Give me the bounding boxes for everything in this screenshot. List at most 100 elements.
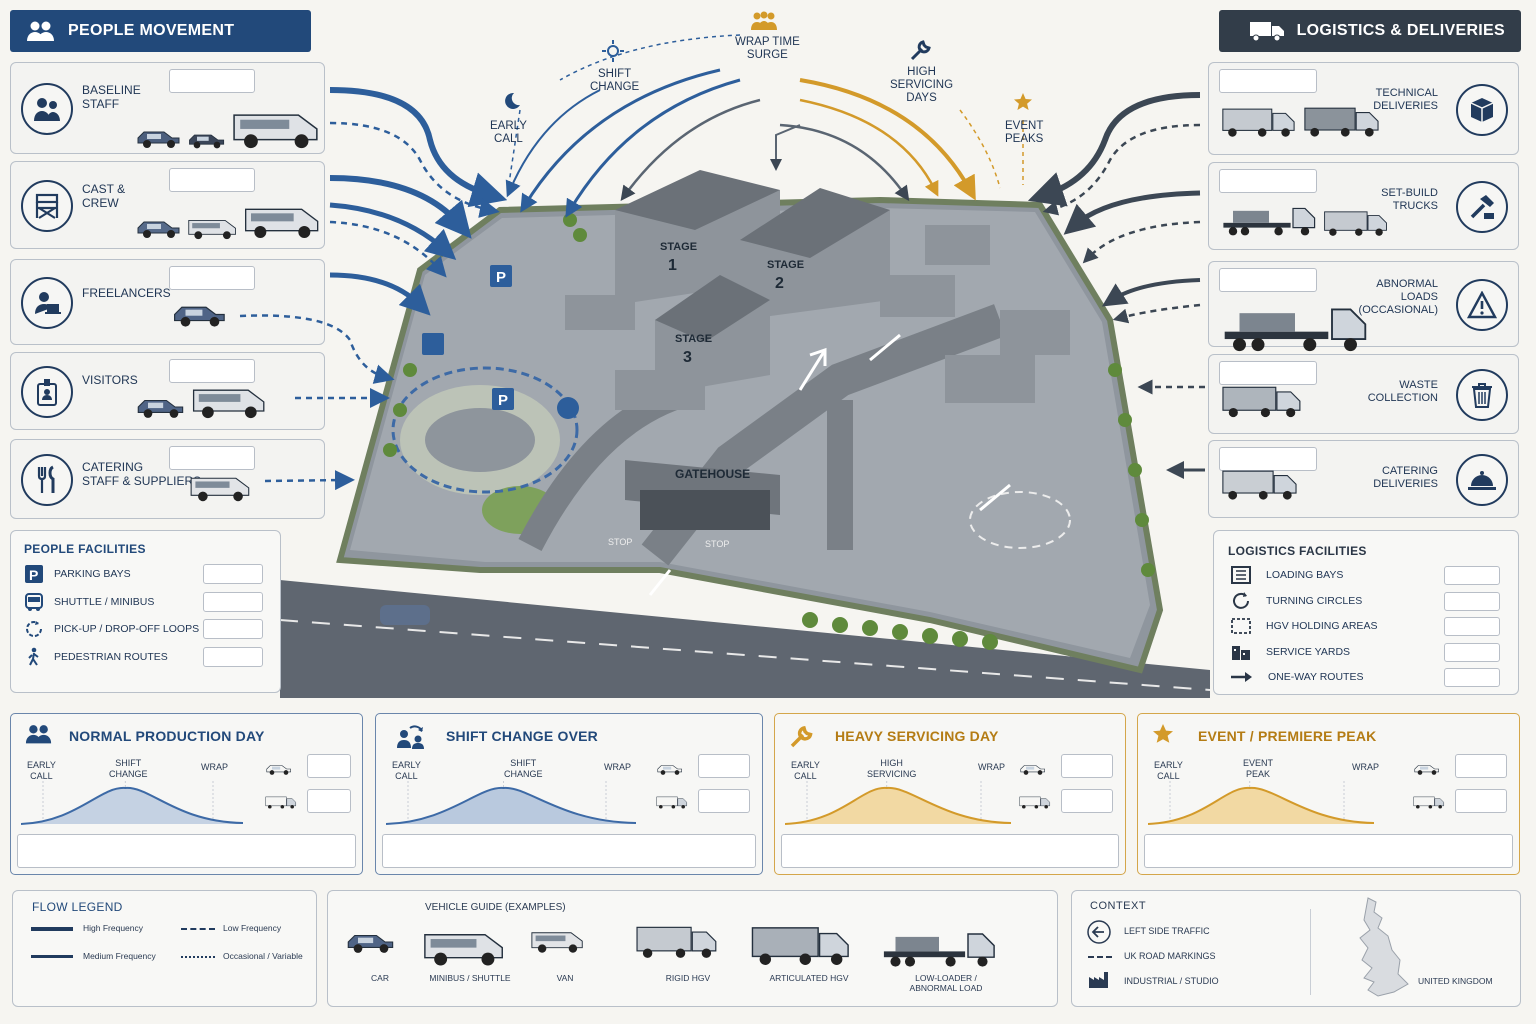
logistics-flow-value-box[interactable] <box>1219 69 1317 93</box>
people-flow-card: VISITORS <box>10 352 325 430</box>
car-count-box[interactable] <box>698 754 750 778</box>
freelancer-laptop-icon <box>21 277 73 329</box>
logistics-flow-value-box[interactable] <box>1219 268 1317 292</box>
demand-curve <box>385 781 637 825</box>
parking-sign <box>490 265 512 287</box>
svg-text:STOP: STOP <box>608 537 632 547</box>
pedestrian-sign <box>422 333 444 355</box>
staff-icon <box>21 83 73 135</box>
logistics-header: LOGISTICS & DELIVERIES <box>1219 10 1521 52</box>
people-flow-card: CATERING STAFF & SUPPLIERS <box>10 439 325 519</box>
star-icon <box>1153 724 1173 743</box>
people-flow-card: FREELANCERS <box>10 259 325 345</box>
logistics-facility-value-box[interactable] <box>1444 566 1500 585</box>
logistics-flow-card: CATERING DELIVERIES <box>1208 440 1519 518</box>
pedestrian-sign <box>557 397 579 419</box>
vehicle-guide-caption: RIGID HGV <box>665 973 711 983</box>
logistics-facility-row: LOADING BAYS <box>1230 565 1343 585</box>
people-flow-value-box[interactable] <box>169 168 255 192</box>
scenario-notes-box[interactable] <box>1144 834 1513 868</box>
vehicle-guide-illustration <box>635 925 719 965</box>
people-facility-value-box[interactable] <box>203 619 263 639</box>
scenario-title: NORMAL PRODUCTION DAY <box>69 728 265 744</box>
logistics-facility-row: ONE-WAY ROUTES <box>1230 667 1363 687</box>
early-call-tick: EARLY CALL <box>791 760 820 781</box>
people-flow-label: FREELANCERS <box>82 286 171 300</box>
wrap-tick: WRAP <box>1352 762 1379 772</box>
people-facility-value-box[interactable] <box>203 646 263 667</box>
cutlery-icon <box>21 454 73 506</box>
truck-count-box[interactable] <box>698 789 750 813</box>
parking-icon: P <box>25 565 43 583</box>
vehicle-illustrations <box>171 300 229 329</box>
vehicle-guide-illustration <box>345 929 397 960</box>
logistics-flow-value-box[interactable] <box>1219 169 1317 193</box>
logistics-facility-value-box[interactable] <box>1444 642 1500 662</box>
logistics-facility-value-box[interactable] <box>1444 591 1500 611</box>
wrap-time-surge-label: WRAP TIME SURGE <box>735 36 800 61</box>
logistics-flow-label: ABNORMAL LOADS (OCCASIONAL) <box>1358 278 1438 316</box>
vehicle-guide-caption: CAR <box>371 973 389 983</box>
left-arrow-icon <box>1087 920 1111 944</box>
truck-count-box[interactable] <box>1455 789 1507 813</box>
logistics-facility-value-box[interactable] <box>1444 617 1500 636</box>
logistics-facility-value-box[interactable] <box>1444 668 1500 687</box>
people-group-icon <box>27 21 54 41</box>
demand-curve <box>784 781 1012 825</box>
turning-circle-icon <box>1233 591 1249 609</box>
logistics-facility-row: HGV HOLDING AREAS <box>1230 616 1377 636</box>
logistics-flow-label: CATERING DELIVERIES <box>1373 465 1438 490</box>
vehicle-illustrations <box>1221 385 1303 419</box>
scenario-notes-box[interactable] <box>781 834 1119 868</box>
people-flow-value-box[interactable] <box>169 359 255 383</box>
car-icon <box>265 762 293 781</box>
high-frequency-line <box>31 927 73 931</box>
hgv-holding-icon <box>1231 618 1251 634</box>
svg-text:STOP: STOP <box>705 539 729 549</box>
scenario-notes-box[interactable] <box>17 834 356 868</box>
people-flow-value-box[interactable] <box>169 266 255 290</box>
peak-tick: SHIFT CHANGE <box>109 758 148 779</box>
logistics-flow-value-box[interactable] <box>1219 361 1317 385</box>
people-facility-row: PEDESTRIAN ROUTES <box>24 647 168 667</box>
people-flow-value-box[interactable] <box>169 446 255 470</box>
truck-count-box[interactable] <box>1061 789 1113 813</box>
svg-text:P: P <box>29 567 38 583</box>
car-count-box[interactable] <box>1455 754 1507 778</box>
car-icon <box>1019 762 1047 781</box>
shift-change-icon <box>397 725 424 749</box>
flow-legend-panel: FLOW LEGEND High Frequency Medium Freque… <box>12 890 317 1007</box>
vehicle-illustrations <box>1221 201 1389 237</box>
car-on-road <box>380 605 430 625</box>
car-count-box[interactable] <box>1061 754 1113 778</box>
truck-count-box[interactable] <box>307 789 351 813</box>
wrench-icon <box>910 40 931 61</box>
vehicle-guide-illustration <box>530 929 586 959</box>
wrench-icon <box>790 725 813 748</box>
peak-tick: HIGH SERVICING <box>867 758 917 779</box>
logistics-flow-value-box[interactable] <box>1219 447 1317 471</box>
car-count-box[interactable] <box>307 754 351 778</box>
vehicle-guide-caption: LOW-LOADER / ABNORMAL LOAD <box>909 973 983 993</box>
visitor-badge-icon <box>21 366 73 418</box>
people-facility-row: PICK-UP / DROP-OFF LOOPS <box>24 619 199 639</box>
people-facility-value-box[interactable] <box>203 591 263 612</box>
package-box-icon <box>1456 83 1508 136</box>
scenario-notes-box[interactable] <box>382 834 756 868</box>
low-frequency-line <box>181 928 215 930</box>
wrap-tick: WRAP <box>201 762 228 772</box>
logistics-flow-card: SET-BUILD TRUCKS <box>1208 162 1519 250</box>
people-flow-value-box[interactable] <box>169 69 255 93</box>
context-panel: CONTEXT LEFT SIDE TRAFFIC UK ROAD MARKIN… <box>1071 890 1521 1007</box>
people-facility-value-box[interactable] <box>203 564 263 584</box>
scenario-title: SHIFT CHANGE OVER <box>446 728 598 744</box>
people-movement-header: PEOPLE MOVEMENT <box>10 10 311 52</box>
